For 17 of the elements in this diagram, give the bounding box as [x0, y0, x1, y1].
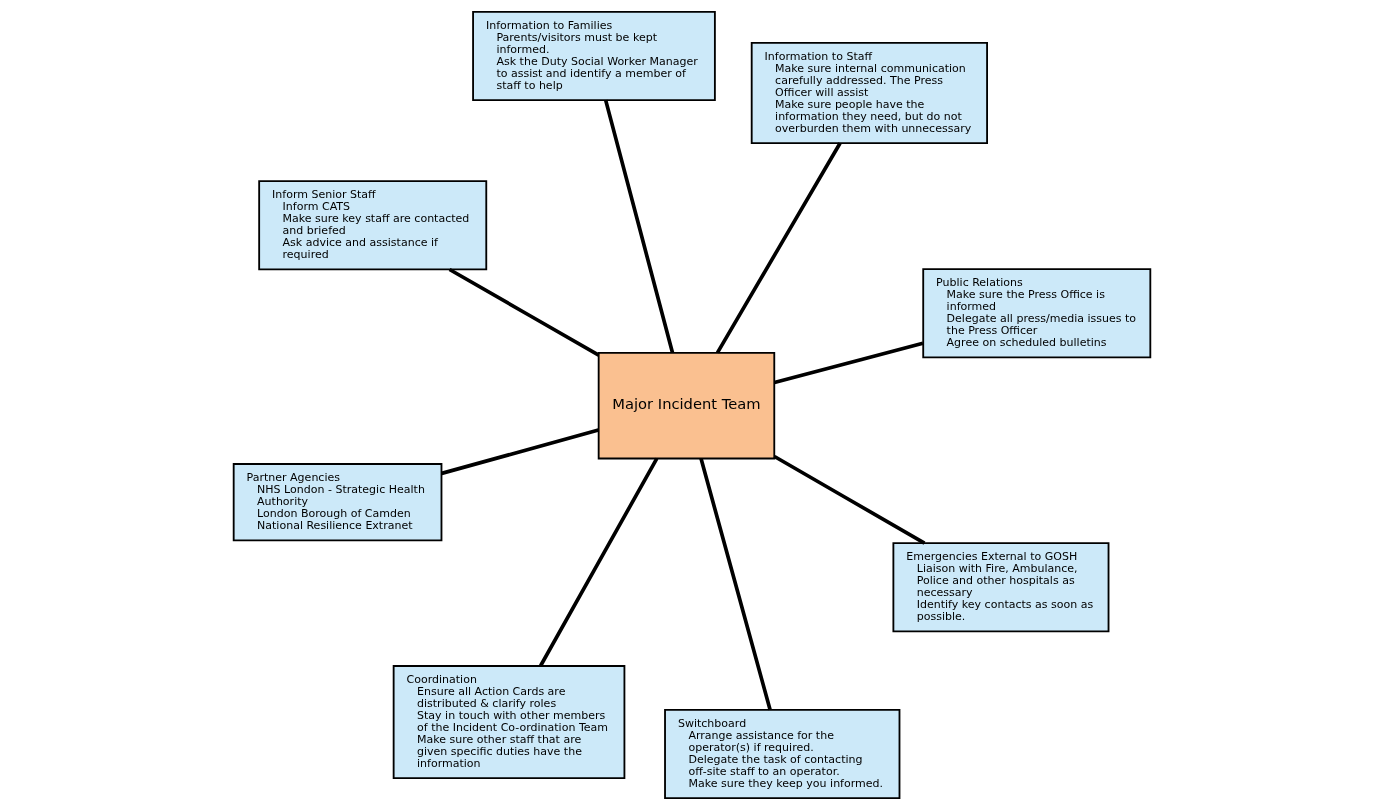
node-box: Major Incident Team	[597, 351, 776, 460]
node-box: Public Relations Make sure the Press Office is informed Delegate all press/media issues to the Press Officer Agree on scheduled bulletins	[922, 268, 1152, 359]
connector	[773, 454, 926, 545]
node-box: Partner Agencies NHS London - Strategic Health Authority London Borough of Camden National Resilience Extranet	[232, 463, 443, 542]
node-box: Emergencies External to GOSH Liaison with Fire, Ambulance, Police and other hospitals as necessary Identify key contacts as soon as possible.	[892, 542, 1110, 633]
node-box: Information to Staff Make sure internal communication carefully addressed. The Press Officer will assist Make sure people have the information they need, but do not overburden them with unnecessary	[750, 42, 988, 145]
node-box: Coordination Ensure all Action Cards are distributed & clarify roles Stay in touch with other members of the Incident Co-ordination Team Make sure other staff that are given specific duties have the information	[392, 665, 626, 780]
connector	[715, 142, 842, 354]
connector	[603, 99, 675, 354]
connector	[773, 341, 924, 385]
node-box: Switchboard Arrange assistance for the operator(s) if required. Delegate the task of contacting off-site staff to an operator. Make sure they keep you informed.	[664, 708, 901, 800]
connector	[699, 458, 772, 711]
connector	[448, 267, 600, 357]
connector	[539, 457, 659, 667]
node-box: Inform Senior Staff Inform CATS Make sure key staff are contacted and briefed Ask advice and assistance if required	[258, 180, 488, 271]
connector	[441, 428, 599, 476]
node-box: Information to Families Parents/visitors must be kept informed. Ask the Duty Social Worker Manager to assist and identify a member of staff to help	[472, 10, 716, 102]
